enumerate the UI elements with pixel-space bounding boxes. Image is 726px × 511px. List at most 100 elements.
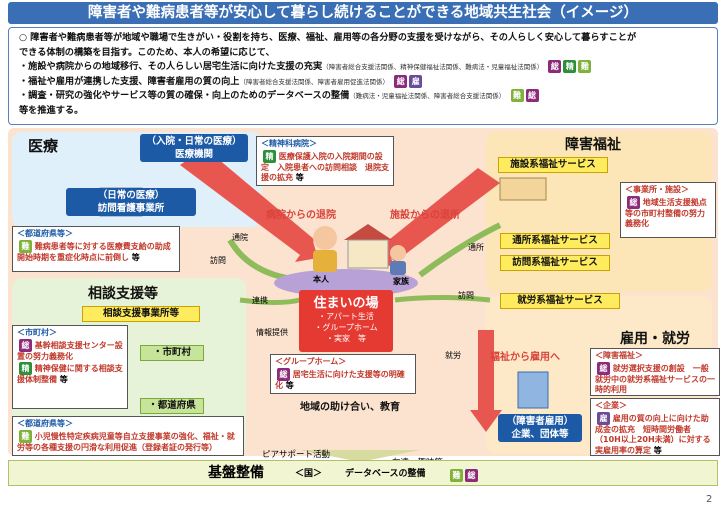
flow-tsuusho <box>418 222 502 278</box>
seishin-note-text: 医療保護入院の入院期間の設定 入院患者への訪問相談 退院支援の拡充 <box>261 151 389 183</box>
kiban-bar <box>8 460 718 486</box>
person-body <box>313 250 337 272</box>
company-sub: （障害者雇用） <box>506 416 574 427</box>
grouphome-note-title: ＜グループホーム＞ <box>275 357 347 366</box>
iryo-visiting-sub: （日常の医療） <box>97 190 165 201</box>
intro-bullet2-law: （障害者総合支援法関係、障害者雇用促進法関係） <box>239 77 390 86</box>
company-box: （障害者雇用） 企業、団体等 <box>498 414 582 442</box>
shichoson-note-title: ＜市町村＞ <box>17 328 57 337</box>
sumai-item3: ・実家 等 <box>326 334 366 343</box>
tag-sou: 総 <box>627 195 640 209</box>
todofuken-note-1-title: ＜都道府県等＞ <box>17 229 73 238</box>
sumai-item1: ・アパート生活 <box>318 312 374 321</box>
tag-nan: 難 <box>19 429 32 443</box>
company-main: 企業、団体等 <box>511 429 569 440</box>
flow-label-tsuusho: 通所 <box>468 243 484 252</box>
facility-icon <box>499 177 547 201</box>
intro-line1: ○ 障害者や難病患者等が地域や職場で生きがい・役割を持ち、医療、福祉、雇用等の各… <box>19 32 637 43</box>
flow-shuurou <box>394 295 491 303</box>
iryo-hospital-main: 医療機関 <box>174 149 213 160</box>
jigyousho-note: ＜事業所・施設＞ 総 地域生活支援拠点等の市町村整備の努力義務化 <box>620 182 716 238</box>
koyo-fukushi-note-text: 就労選択支援の創設 一般就労中の就労系福祉サービスの一時的利用 <box>595 363 715 395</box>
jigyousho-note-text: 地域生活支援拠点等の市町村整備の努力義務化 <box>625 197 707 229</box>
todofuken-note-2-text: 小児慢性特定疾病児童等自立支援事業の強化、福祉・就労等の各種支援の円滑な利用促進… <box>17 431 235 452</box>
intro-line6: 等を推進する。 <box>19 104 84 116</box>
kiban-tags: 難総 <box>448 465 478 484</box>
tag-sou: 総 <box>548 60 562 73</box>
todofuken-note-2-title: ＜都道府県等＞ <box>17 419 73 428</box>
hospital-arrow-head <box>295 238 318 262</box>
todofuken-note-1-text: 難病患者等に対する医療費支給の助成開始時期を重症化時点に前倒し <box>17 241 171 262</box>
flow-soudan <box>239 297 301 305</box>
grouphome-note-text: 居宅生活に向けた支援等の明確化 <box>275 369 405 390</box>
iryo-visiting-main: 訪問看護事業所 <box>97 203 165 214</box>
todofuken-label: ・都道府県 <box>140 398 204 414</box>
family-icon <box>390 245 406 261</box>
fukushi-label-shisetsu: 施設系福祉サービス <box>498 157 608 173</box>
iryo-hospital-sub: （入院・日常の医療） <box>146 136 242 147</box>
intro-bullet1: ・施設や病院からの地域移行、その人らしい居宅生活に向けた支援の充実（障害者総合支… <box>19 60 711 75</box>
fukushi-heading: 障害福祉 <box>565 137 621 153</box>
tag-sei: 精 <box>563 60 577 73</box>
facility-arrow <box>380 168 500 262</box>
company-icon <box>517 371 549 409</box>
intro-bullet1-law: （障害者総合支援法関係、精神保健福祉法関係、難病法・児童福祉法関係） <box>322 63 544 71</box>
koyo-fukushi-note: ＜障害福祉＞ 総 就労選択支援の創設 一般就労中の就労系福祉サービスの一時的利用 <box>590 348 720 396</box>
tag-nan: 難 <box>510 89 524 102</box>
footer-arrow <box>300 450 420 462</box>
hospital-arrow <box>180 148 315 255</box>
grouphome-note: ＜グループホーム＞ 総 居宅生活に向けた支援等の明確化 等 <box>270 354 416 394</box>
page-number: 2 <box>706 494 713 505</box>
page-title: 障害者や難病患者等が安心して暮らし続けることができる地域共生社会（イメージ） <box>8 2 718 24</box>
intro-bullet1-text: ・施設や病院からの地域移行、その人らしい居宅生活に向けた支援の充実 <box>19 61 323 72</box>
soudan-label: 相談支援事業所等 <box>82 306 200 322</box>
intro-line2: できる体制の構築を目指す。このため、本人の希望に応じて、 <box>19 46 275 58</box>
tag-sou: 総 <box>597 361 610 375</box>
tag-sei: 精 <box>263 149 276 163</box>
shichoson-note: ＜市町村＞ 総 基幹相談支援センター設置の努力義務化 精 精神保健に関する相談支… <box>12 325 128 409</box>
sumai-box: 住まいの場 ・アパート生活 ・グループホーム ・実家 等 <box>299 290 393 352</box>
intro-bullet2: ・福祉や雇用が連携した支援、障害者雇用の質の向上（障害者総合支援法関係、障害者雇… <box>19 74 711 90</box>
tag-sou: 総 <box>525 89 539 102</box>
tag-nan: 難 <box>578 60 592 73</box>
grouphome-note-suffix: 等 <box>285 380 294 390</box>
peer-support-label: ピアサポート活動 <box>262 450 331 460</box>
shichoson-note-suffix: 等 <box>59 375 68 384</box>
seishin-note-suffix: 等 <box>295 173 304 182</box>
hospital-arrow-label: 病院からの退院 <box>266 210 336 221</box>
sumai-title: 住まいの場 <box>313 296 379 311</box>
house-icon <box>344 224 392 240</box>
shichoson-note-text1: 基幹相談支援センター設置の努力義務化 <box>17 340 123 361</box>
tag-nan: 難 <box>19 239 32 253</box>
flow-label-houmon2: 訪問 <box>458 291 474 300</box>
family-body <box>390 261 406 275</box>
intro-bullet2-text: ・福祉や雇用が連携した支援、障害者雇用の質の向上 <box>19 75 240 87</box>
employment-arrow-label: 福祉から雇用へ <box>490 352 560 363</box>
tag-sei: 精 <box>19 362 32 375</box>
employment-arrow <box>470 330 502 432</box>
koyo-fukushi-note-title: ＜障害福祉＞ <box>595 351 643 360</box>
intro-box: ○ 障害者や難病患者等が地域や職場で生きがい・役割を持ち、医療、福祉、雇用等の各… <box>8 27 718 125</box>
tag-kou: 雇 <box>409 74 423 88</box>
tag-sou: 総 <box>19 338 32 352</box>
koyo-kigyou-note-suffix: 等 <box>653 445 662 455</box>
tag-nan: 難 <box>450 469 463 482</box>
todofuken-note-1-suffix: 等 <box>131 252 140 262</box>
flow-label-tsuuin: 通院 <box>232 233 248 242</box>
tag-sou: 総 <box>465 469 478 482</box>
koyo-kigyou-note-title: ＜企業＞ <box>595 401 627 410</box>
koyo-heading: 雇用・就労 <box>620 331 690 347</box>
person-icon <box>313 226 337 250</box>
fukushi-label-tsuusho: 通所系福祉サービス <box>500 233 610 249</box>
jigyousho-note-title: ＜事業所・施設＞ <box>625 185 689 194</box>
chiiki-heading: 地域の助け合い、教育 <box>300 402 400 413</box>
seishin-note: ＜精神科病院＞ 精 医療保護入院の入院期間の設定 入院患者への訪問相談 退院支援… <box>256 136 394 186</box>
iryo-hospital-box: （入院・日常の医療） 医療機関 <box>140 134 248 162</box>
tag-sou: 総 <box>277 367 290 381</box>
tag-sou: 総 <box>394 74 408 88</box>
sumai-item2: ・グループホーム <box>314 323 378 332</box>
iryo-visiting-box: （日常の医療） 訪問看護事業所 <box>66 188 196 216</box>
flow-label-houmon: 訪問 <box>210 256 226 265</box>
flow-label-soudan: 情報提供 <box>256 328 288 337</box>
